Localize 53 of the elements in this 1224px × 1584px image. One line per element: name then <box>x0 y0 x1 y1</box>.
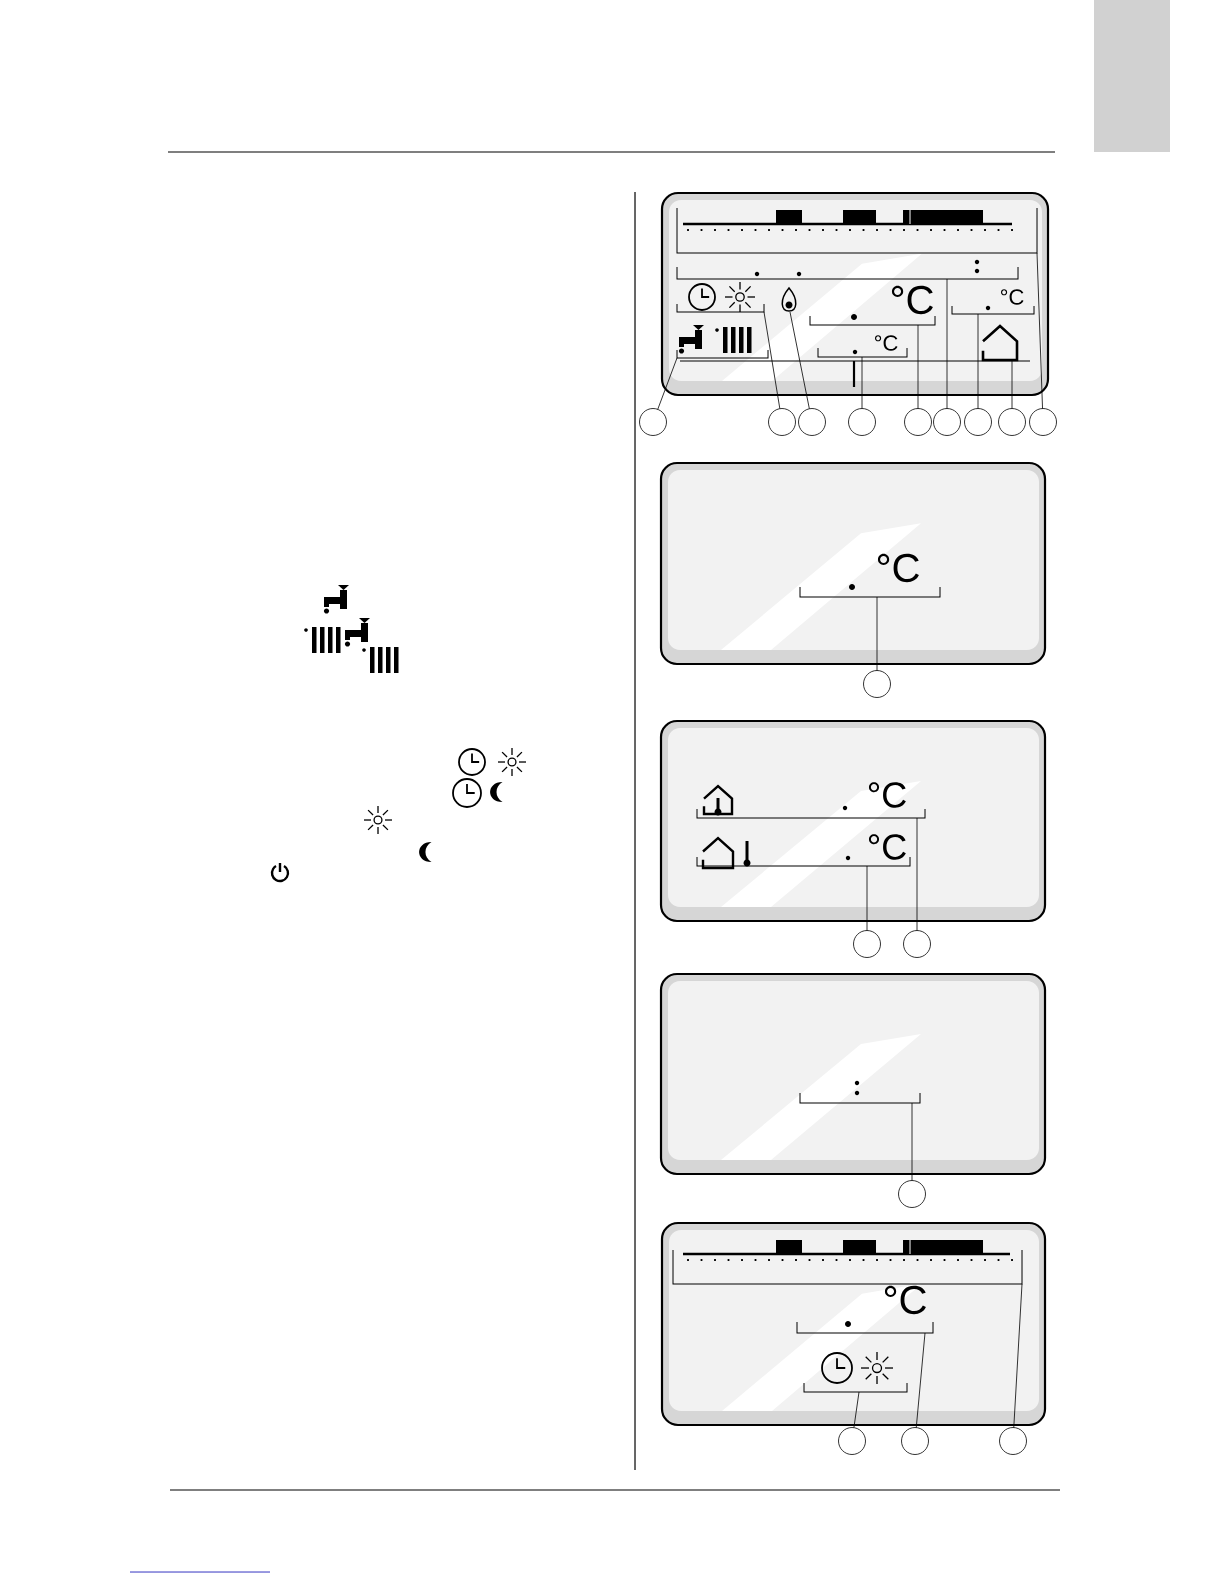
leader-line <box>911 1102 913 1181</box>
callout-circle <box>798 408 826 436</box>
callout-circle <box>901 1427 929 1455</box>
leader-line <box>1036 252 1043 409</box>
callout-circle <box>964 408 992 436</box>
unit-label: °C <box>884 1285 926 1315</box>
callout-circle <box>848 408 876 436</box>
leader-line <box>1013 1283 1023 1428</box>
leader-line <box>915 1332 926 1428</box>
unit-label: °C <box>891 285 933 315</box>
callout-circle <box>998 408 1026 436</box>
display-bracket <box>951 305 1035 315</box>
display-bracket <box>796 1321 934 1334</box>
display-bracket <box>676 349 769 359</box>
leader-line <box>1011 359 1013 409</box>
unit-label: °C <box>875 335 898 351</box>
display-bracket <box>799 1092 921 1104</box>
callout-circle <box>1029 408 1057 436</box>
callout-circle <box>639 408 667 436</box>
display-bracket <box>696 808 926 819</box>
display-bracket <box>809 315 936 326</box>
unit-label: °C <box>868 782 906 808</box>
callout-circle <box>838 1427 866 1455</box>
leader-line <box>657 357 678 410</box>
unit-label: °C <box>877 553 919 583</box>
house-icon <box>981 324 1019 362</box>
leader-line <box>763 311 781 410</box>
callout-circle <box>999 1427 1027 1455</box>
display-bracket <box>676 207 1038 254</box>
display-bracket <box>799 586 941 598</box>
unit-label: °C <box>1001 289 1024 305</box>
display-bracket <box>676 303 765 313</box>
leader-line <box>789 311 810 410</box>
leader-line <box>917 324 919 409</box>
callout-circle <box>863 670 891 698</box>
leader-line <box>876 596 878 671</box>
callout-circle <box>904 408 932 436</box>
leader-line <box>916 817 918 931</box>
unit-label: °C <box>868 834 906 860</box>
leader-line <box>977 313 979 409</box>
leader-line <box>861 356 863 409</box>
leader-line <box>866 865 868 931</box>
display-bracket <box>672 1249 1023 1285</box>
display-bracket <box>803 1382 908 1393</box>
flame-icon <box>781 287 797 312</box>
leader-line <box>946 278 948 409</box>
callout-circle <box>853 930 881 958</box>
callout-circle <box>898 1180 926 1208</box>
callout-circle <box>933 408 961 436</box>
leader-line <box>853 1391 860 1429</box>
callout-circle <box>768 408 796 436</box>
display-bracket <box>676 266 1019 280</box>
callout-circle <box>903 930 931 958</box>
